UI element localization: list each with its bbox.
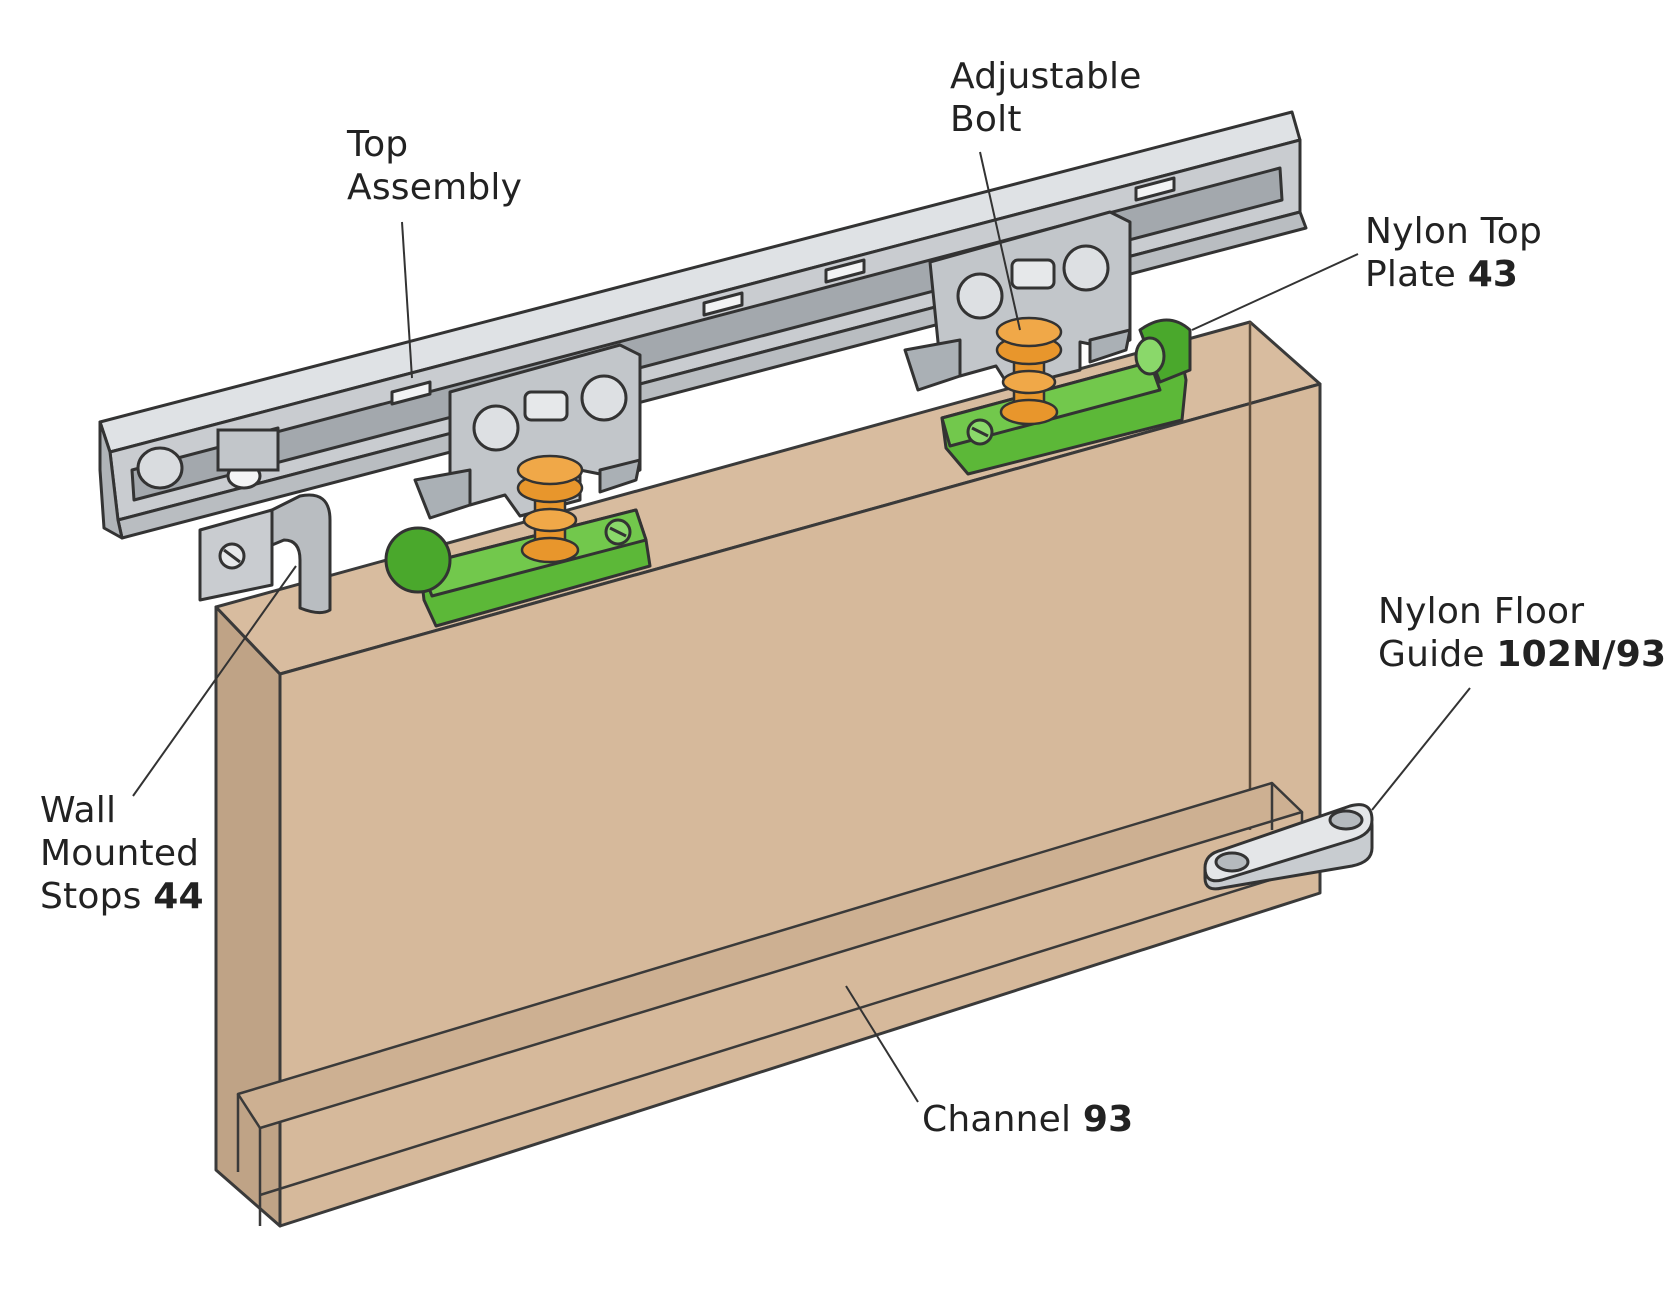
track-end-roller [136,428,280,490]
label-top-assembly-line2: Assembly [347,167,523,208]
leader-nylon-top-plate [1191,253,1359,331]
adjustable-bolt-right [995,316,1063,426]
leader-nylon-floor-guide [1371,687,1471,811]
label-adjustable-bolt-line2: Bolt [950,99,1022,140]
label-nylon-top-plate-line2: Plate [1365,254,1468,295]
label-nylon-floor-guide-line2: Guide [1378,634,1497,675]
label-nylon-top-plate: Nylon Top Plate 43 [1365,210,1542,296]
label-wall-mounted-stops-line1: Wall [40,790,117,831]
label-wall-mounted-stops-line2: Mounted [40,833,200,874]
label-nylon-top-plate-code: 43 [1467,254,1519,295]
label-nylon-floor-guide-line1: Nylon Floor [1378,591,1585,632]
label-wall-mounted-stops: Wall Mounted Stops 44 [40,789,204,918]
nylon-floor-guide [1203,803,1374,891]
label-channel-code: 93 [1082,1099,1134,1140]
label-top-assembly-line1: Top [347,124,409,165]
label-nylon-floor-guide-code: 102N/93 [1496,634,1666,675]
hanger-left [413,343,642,520]
label-nylon-floor-guide: Nylon Floor Guide 102N/93 [1378,590,1666,676]
label-wall-mounted-stops-line3: Stops [40,876,154,917]
label-adjustable-bolt-line1: Adjustable [950,56,1142,97]
label-wall-mounted-stops-code: 44 [153,876,204,917]
label-top-assembly: Top Assembly [347,123,522,209]
wall-mounted-stop [198,493,332,615]
adjustable-bolt-left [516,454,584,564]
hanger-right [903,210,1132,392]
label-channel: Channel 93 [922,1098,1133,1141]
label-nylon-top-plate-line1: Nylon Top [1365,211,1543,252]
leader-wall-mounted-stops [132,565,297,797]
top-track-rail [98,110,1308,540]
leader-lines [132,151,1471,1103]
leader-channel [845,985,919,1103]
leader-top-assembly [401,221,413,379]
leader-adjustable-bolt [979,151,1021,331]
label-adjustable-bolt: Adjustable Bolt [950,55,1142,141]
label-channel-line1: Channel [922,1099,1083,1140]
